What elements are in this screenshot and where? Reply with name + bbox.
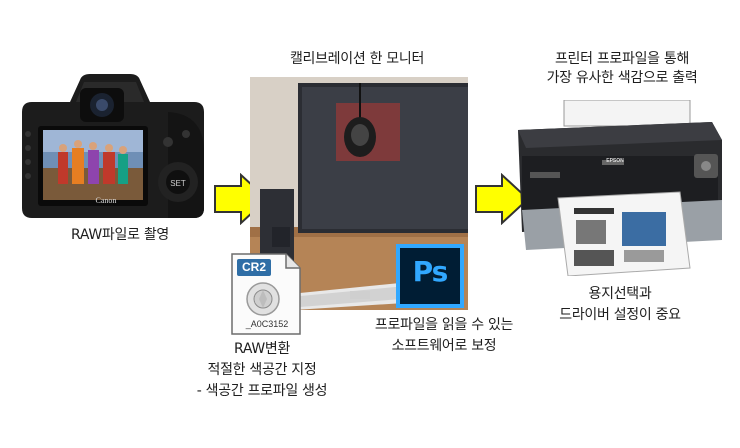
arrow-right-icon bbox=[475, 173, 530, 225]
cr2-file-icon: CR2 _A0C3152 bbox=[231, 253, 301, 335]
cr2-badge: CR2 bbox=[241, 260, 266, 274]
printer-bottom-caption-2: 드라이버 설정이 중요 bbox=[559, 307, 681, 323]
camera-caption: RAW파일로 촬영 bbox=[71, 227, 169, 243]
raw-convert-caption-2: 적절한 색공간 지정 bbox=[207, 362, 317, 378]
printer-caption-1: 프린터 프로파일을 통해 bbox=[554, 51, 690, 67]
raw-convert-caption-1: RAW변환 bbox=[233, 341, 291, 357]
printer-image: EPSON bbox=[512, 99, 726, 277]
camera-image: SET Canon bbox=[18, 72, 206, 218]
svg-text:SET: SET bbox=[170, 179, 186, 188]
printer-bottom-caption-1: 용지선택과 bbox=[588, 286, 652, 302]
photoshop-caption-1: 프로파일을 읽을 수 있는 bbox=[374, 317, 514, 333]
monitor-caption: 캘리브레이션 한 모니터 bbox=[289, 51, 425, 67]
cr2-file-name: _A0C3152 bbox=[245, 319, 289, 329]
raw-convert-caption-3: - 색공간 프로파일 생성 bbox=[196, 383, 328, 399]
photoshop-logo-icon: Ps bbox=[396, 244, 464, 308]
camera-brand: Canon bbox=[95, 196, 117, 205]
photoshop-logo-text: Ps bbox=[412, 255, 449, 288]
photoshop-caption-2: 소프트웨어로 보정 bbox=[391, 338, 497, 354]
printer-brand: EPSON bbox=[606, 158, 624, 164]
printer-caption-2: 가장 유사한 색감으로 출력 bbox=[546, 70, 698, 86]
